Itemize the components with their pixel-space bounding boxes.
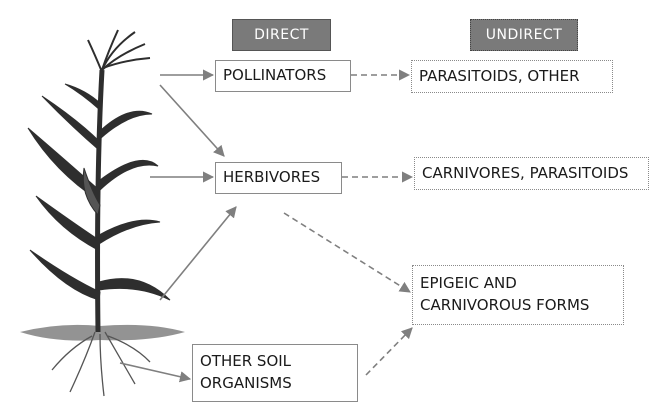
parasitoids-other-box: PARASITOIDS, OTHER [411,60,613,93]
pollinators-box: POLLINATORS [215,60,351,92]
arrow-soil-to-epigeic [366,328,412,375]
herbivores-box: HERBIVORES [215,162,342,194]
other-soil-organisms-label: OTHER SOIL ORGANISMS [200,351,292,395]
pollinators-label: POLLINATORS [223,65,326,87]
arrow-herbivores-to-epigeic [284,213,410,292]
other-soil-organisms-box: OTHER SOIL ORGANISMS [192,344,358,402]
epigeic-carnivorous-box: EPIGEIC AND CARNIVOROUS FORMS [412,265,624,325]
indirect-header: UNDIRECT [470,19,578,51]
epigeic-carnivorous-label: EPIGEIC AND CARNIVOROUS FORMS [420,273,589,317]
arrow-plant-to-herbivores-upper [160,85,224,156]
arrow-plant-to-herbivores-lower [160,207,236,300]
direct-header: DIRECT [232,19,331,51]
carnivores-parasitoids-box: CARNIVORES, PARASITOIDS [414,157,649,190]
herbivores-label: HERBIVORES [223,167,320,189]
carnivores-parasitoids-label: CARNIVORES, PARASITOIDS [422,163,628,185]
parasitoids-other-label: PARASITOIDS, OTHER [419,66,580,88]
